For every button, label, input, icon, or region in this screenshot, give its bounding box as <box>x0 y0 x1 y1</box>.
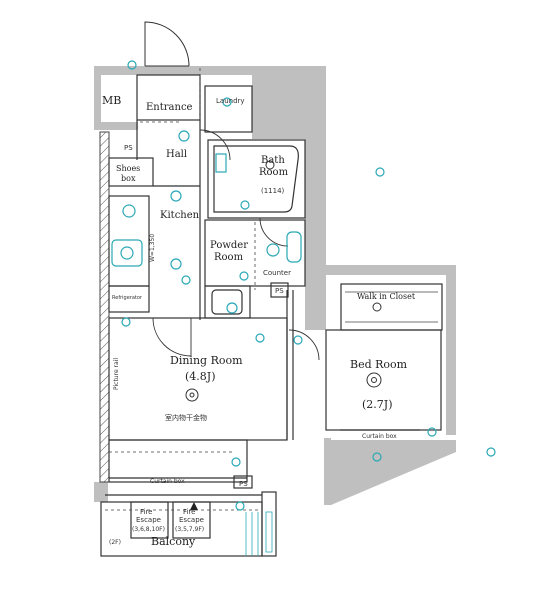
ps-mid-label: PS <box>275 287 284 295</box>
picture-rail-label: Picture rail <box>113 358 120 390</box>
entrance-door <box>144 21 190 67</box>
side-note-label: (2F) <box>109 539 121 546</box>
ps-bottom-label: PS <box>239 480 248 488</box>
shoes-box-label-2: box <box>121 174 136 183</box>
entrance-label: Entrance <box>146 102 193 113</box>
curtain-box-dining-label: Curtain box <box>150 478 185 485</box>
fire-escape-1-label-b: Escape <box>136 516 161 524</box>
interior-doors <box>152 129 320 361</box>
mb-label: MB <box>102 94 121 107</box>
fixtures <box>111 60 496 511</box>
fire-escape-1-label-a: Fire <box>140 508 153 516</box>
kitchen-dimension-label: W=1,350 <box>149 234 156 262</box>
bath-room-label-1: Bath <box>261 155 285 166</box>
fire-escape-2-label-a: Fire <box>183 508 196 516</box>
dining-room-label: Dining Room <box>170 354 243 367</box>
fire-escape-2-label-b: Escape <box>179 516 204 524</box>
bed-room-label: Bed Room <box>350 358 408 371</box>
shoes-box-label-1: Shoes <box>116 164 140 173</box>
dining-size-label: (4.8J) <box>185 370 216 383</box>
ps-top-label: PS <box>124 144 133 152</box>
closet-shelves <box>345 291 438 323</box>
curtain-box-bed-label: Curtain box <box>362 433 397 440</box>
bath-size-label: (1114) <box>261 187 285 195</box>
lamps <box>185 160 382 402</box>
north-marker <box>190 502 198 510</box>
fire-escape-2-label-c: (3,5,7,9F) <box>175 526 204 533</box>
counter-label: Counter <box>263 269 291 277</box>
bath-room-label-2: Room <box>259 167 289 178</box>
room-labels: MB Entrance Laundry Hall PS Shoes box Ba… <box>102 94 416 548</box>
room-outlines <box>100 74 443 557</box>
powder-room-label-2: Room <box>214 252 244 263</box>
hall-label: Hall <box>166 149 187 160</box>
fire-escape-1-label-c: (3,6,8,10F) <box>132 526 165 533</box>
dashed-guides <box>105 68 260 511</box>
bed-size-label: (2.7J) <box>362 398 393 411</box>
walk-in-closet-label: Walk in Closet <box>357 292 416 301</box>
party-wall <box>99 131 110 483</box>
balcony-label: Balcony <box>151 535 196 548</box>
refrigerator-label: Refrigerator <box>112 295 143 301</box>
indoor-fixture-label: 室内物干金物 <box>165 413 207 422</box>
laundry-label: Laundry <box>216 97 245 105</box>
kitchen-label: Kitchen <box>160 210 200 221</box>
walls <box>94 66 456 505</box>
powder-room-label-1: Powder <box>210 240 248 251</box>
balcony-hatch <box>245 511 273 556</box>
